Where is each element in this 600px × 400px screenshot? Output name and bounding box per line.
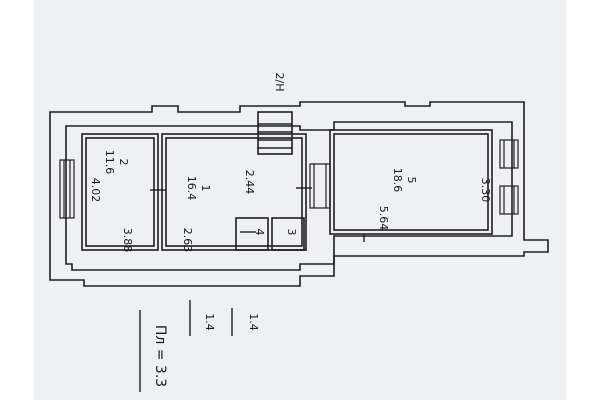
hall-dimension: 2.44 bbox=[243, 170, 256, 195]
legend-lines bbox=[139, 300, 233, 392]
stair-label: 2/Н bbox=[273, 73, 286, 92]
door-marks bbox=[150, 187, 365, 242]
room-1-number: 1 bbox=[199, 185, 212, 192]
windows bbox=[59, 139, 519, 219]
room-2-area: 11.6 bbox=[103, 150, 116, 175]
room-1-width: 2.63 bbox=[181, 228, 194, 253]
room-1-area: 16.4 bbox=[185, 176, 198, 201]
room-2-depth: 3.88 bbox=[121, 228, 134, 253]
room-2-width: 4.02 bbox=[89, 178, 102, 203]
legend-3-area: 1.4 bbox=[247, 313, 260, 331]
interior-walls bbox=[81, 111, 493, 251]
room-5-number: 5 bbox=[405, 177, 418, 184]
legend-4-area: 1.4 bbox=[203, 313, 216, 331]
room-5-area: 18.6 bbox=[391, 168, 404, 193]
legend-total: Пл = 3.3 bbox=[152, 325, 168, 387]
outer-walls bbox=[49, 101, 549, 287]
room-5-width: 5.64 bbox=[377, 206, 390, 231]
wc-4-number: 4 bbox=[253, 229, 266, 236]
paper-sheet bbox=[34, 0, 566, 400]
room-2-number: 2 bbox=[117, 159, 130, 166]
room-5-depth: 3.30 bbox=[479, 178, 492, 203]
wc-3-number: 3 bbox=[285, 229, 298, 236]
